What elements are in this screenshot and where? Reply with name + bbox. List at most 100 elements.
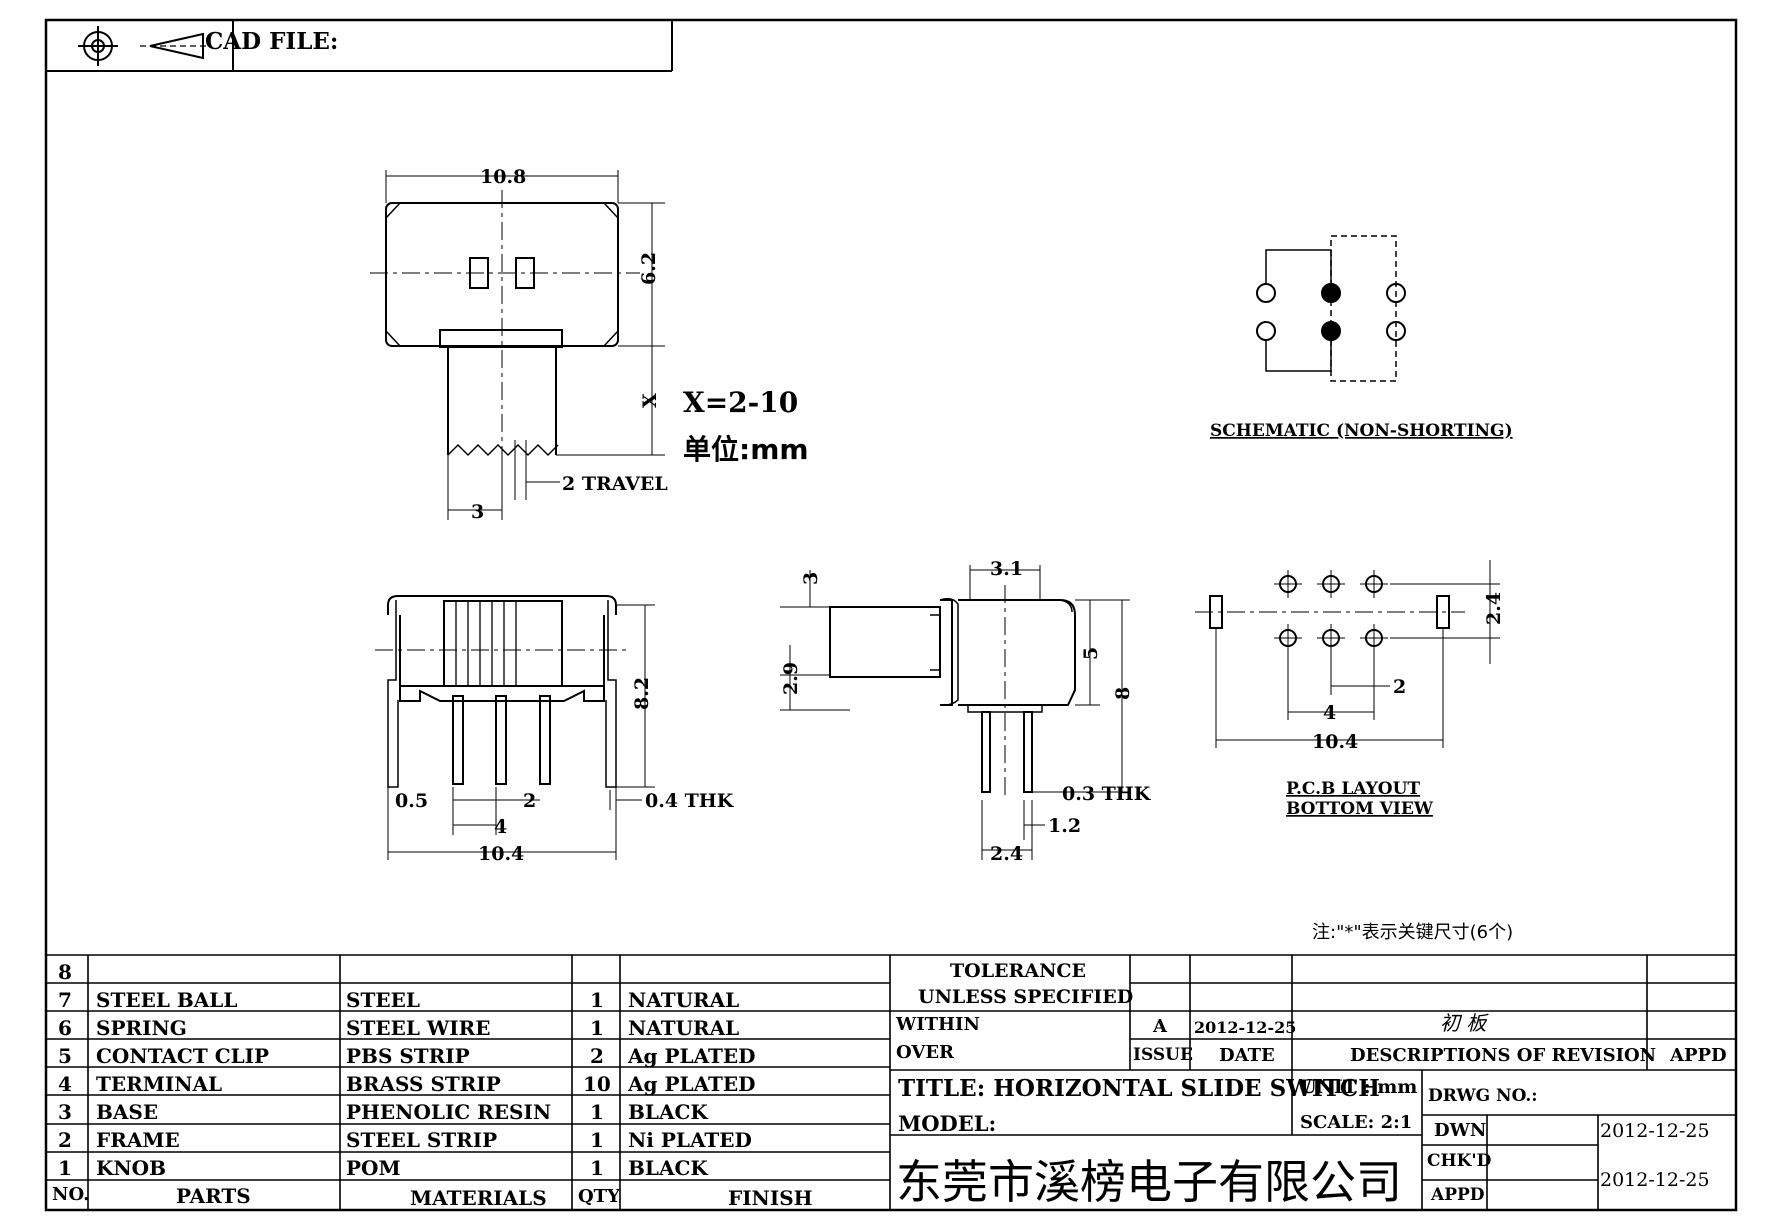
- bom-qty: 1: [590, 988, 604, 1012]
- bom-part: CONTACT CLIP: [96, 1044, 270, 1068]
- appd-label: APPD: [1431, 1185, 1485, 1205]
- projection-symbol-icon: [78, 26, 210, 66]
- side-knob-h-dim: 3: [800, 572, 822, 585]
- front-thk-label: 0.4 THK: [645, 790, 735, 812]
- unit-field: UNIT : mm: [1300, 1076, 1418, 1098]
- bom-part: FRAME: [96, 1128, 180, 1152]
- chkd-date: 2012-12-25: [1600, 1169, 1710, 1191]
- company-name: 东莞市溪榜电子有限公司: [896, 1155, 1402, 1209]
- side-pin-span-dim: 2.4: [990, 843, 1023, 865]
- unless-specified-label: UNLESS SPECIFIED: [918, 986, 1134, 1008]
- front-total-dim: 10.4: [478, 843, 524, 865]
- date-label: DATE: [1219, 1045, 1275, 1066]
- bom-header-parts: PARTS: [176, 1184, 251, 1208]
- front-pitch-a-dim: 0.5: [395, 790, 428, 812]
- bom-material: BRASS STRIP: [346, 1072, 501, 1096]
- bom-part: SPRING: [96, 1016, 187, 1040]
- tolerance-label: TOLERANCE: [950, 960, 1087, 982]
- descriptions-label: DESCRIPTIONS OF REVISION: [1350, 1045, 1657, 1066]
- bom-material: STEEL: [346, 988, 420, 1012]
- title-block-grid: [46, 954, 1736, 1210]
- top-knob-width-dim: 3: [471, 501, 484, 523]
- front-height-dim: 8.2: [631, 677, 653, 710]
- bom-part: TERMINAL: [96, 1072, 223, 1096]
- bom-finish: BLACK: [628, 1100, 708, 1124]
- bom-part: KNOB: [96, 1156, 166, 1180]
- bom-finish: NATURAL: [628, 988, 740, 1012]
- appd-header-label: APPD: [1670, 1045, 1727, 1066]
- bom-finish: NATURAL: [628, 1016, 740, 1040]
- bom-part: STEEL BALL: [96, 988, 238, 1012]
- unit-label: 单位:mm: [683, 433, 809, 466]
- x-range-label: X=2-10: [683, 386, 798, 419]
- issue-label: ISSUE: [1133, 1045, 1193, 1065]
- pcb-caption-1: P.C.B LAYOUT: [1286, 779, 1420, 799]
- top-width-dim: 10.8: [480, 166, 526, 188]
- side-total-dim: 8: [1112, 687, 1134, 700]
- bom-no: 3: [58, 1100, 72, 1124]
- bom-header-no: NO.: [52, 1184, 90, 1205]
- travel-label: 2 TRAVEL: [562, 473, 668, 495]
- front-pitch-c-dim: 4: [494, 816, 507, 838]
- front-pitch-b-dim: 2: [523, 790, 536, 812]
- drawing-title: TITLE: HORIZONTAL SLIDE SWITCH: [898, 1075, 1380, 1102]
- chkd-label: CHK'D: [1427, 1151, 1492, 1171]
- bom-qty: 1: [590, 1100, 604, 1124]
- key-dimension-note: 注:"*"表示关键尺寸(6个): [1312, 922, 1514, 943]
- bom-material: STEEL STRIP: [346, 1128, 498, 1152]
- bom-qty: 1: [590, 1128, 604, 1152]
- sheet-border: [44, 18, 1738, 1212]
- dwn-date: 2012-12-25: [1600, 1120, 1710, 1142]
- side-view: 3.1 3 2.9 5 8 0.3 THK 1.2 2.4: [780, 558, 1152, 865]
- schematic-caption: SCHEMATIC (NON-SHORTING): [1210, 421, 1513, 441]
- over-label: OVER: [896, 1042, 955, 1063]
- bom-no: 2: [58, 1128, 72, 1152]
- bom-no: 6: [58, 1016, 72, 1040]
- issue-value: A: [1153, 1016, 1167, 1037]
- bom-qty: 2: [590, 1044, 604, 1068]
- top-x-dim: X: [639, 393, 661, 408]
- top-view: 10.8 6.2 X 3 2 TRAVEL X=2-10: [370, 166, 798, 523]
- bom-no: 4: [58, 1072, 72, 1096]
- bom-header-materials: MATERIALS: [410, 1186, 547, 1210]
- pcb-span-dim: 4: [1323, 702, 1336, 724]
- scale-field: SCALE: 2:1: [1300, 1112, 1413, 1133]
- bom-material: PHENOLIC RESIN: [346, 1100, 552, 1124]
- side-thk-label: 0.3 THK: [1062, 783, 1152, 805]
- bom-material: PBS STRIP: [346, 1044, 470, 1068]
- drwg-no-label: DRWG NO.:: [1428, 1086, 1538, 1106]
- bom-qty: 10: [583, 1072, 611, 1096]
- pcb-pitch-dim: 2: [1393, 676, 1406, 698]
- bom-header-qty: QTY: [578, 1186, 620, 1207]
- bom-finish: Ag PLATED: [628, 1072, 756, 1096]
- bom-no: 5: [58, 1044, 72, 1068]
- dwn-label: DWN: [1434, 1120, 1487, 1141]
- within-label: WITHIN: [896, 1014, 980, 1035]
- bom-no: 7: [58, 988, 72, 1012]
- side-body-dim: 5: [1080, 647, 1102, 660]
- bom-material: STEEL WIRE: [346, 1016, 491, 1040]
- bom-material: POM: [346, 1156, 401, 1180]
- pcb-row-dim: 2.4: [1483, 592, 1505, 625]
- revision-description: 初 板: [1440, 1011, 1487, 1035]
- front-view: 8.2 0.5 2 4 10.4 0.4 THK: [375, 595, 735, 865]
- side-knob-off-dim: 2.9: [780, 662, 802, 695]
- schematic-diagram: SCHEMATIC (NON-SHORTING): [1210, 235, 1513, 441]
- side-pin-off-dim: 1.2: [1048, 815, 1081, 837]
- model-label: MODEL:: [898, 1111, 997, 1136]
- pcb-total-dim: 10.4: [1312, 731, 1358, 753]
- revision-date: 2012-12-25: [1194, 1018, 1297, 1037]
- cad-file-label: CAD FILE:: [205, 28, 339, 55]
- bom-no: 8: [58, 960, 72, 984]
- side-top-dim: 3.1: [990, 558, 1023, 580]
- bom-qty: 1: [590, 1016, 604, 1040]
- pcb-layout: 2.4 2 4 10.4 P.C.B LAYOUT BOTTOM VIEW: [1195, 560, 1505, 819]
- bom-header-finish: FINISH: [728, 1186, 813, 1210]
- bom-no: 1: [58, 1156, 72, 1180]
- bom-finish: Ag PLATED: [628, 1044, 756, 1068]
- bom-finish: BLACK: [628, 1156, 708, 1180]
- bom-part: BASE: [96, 1100, 159, 1124]
- header-strip: [46, 20, 673, 72]
- top-height-dim: 6.2: [638, 252, 660, 285]
